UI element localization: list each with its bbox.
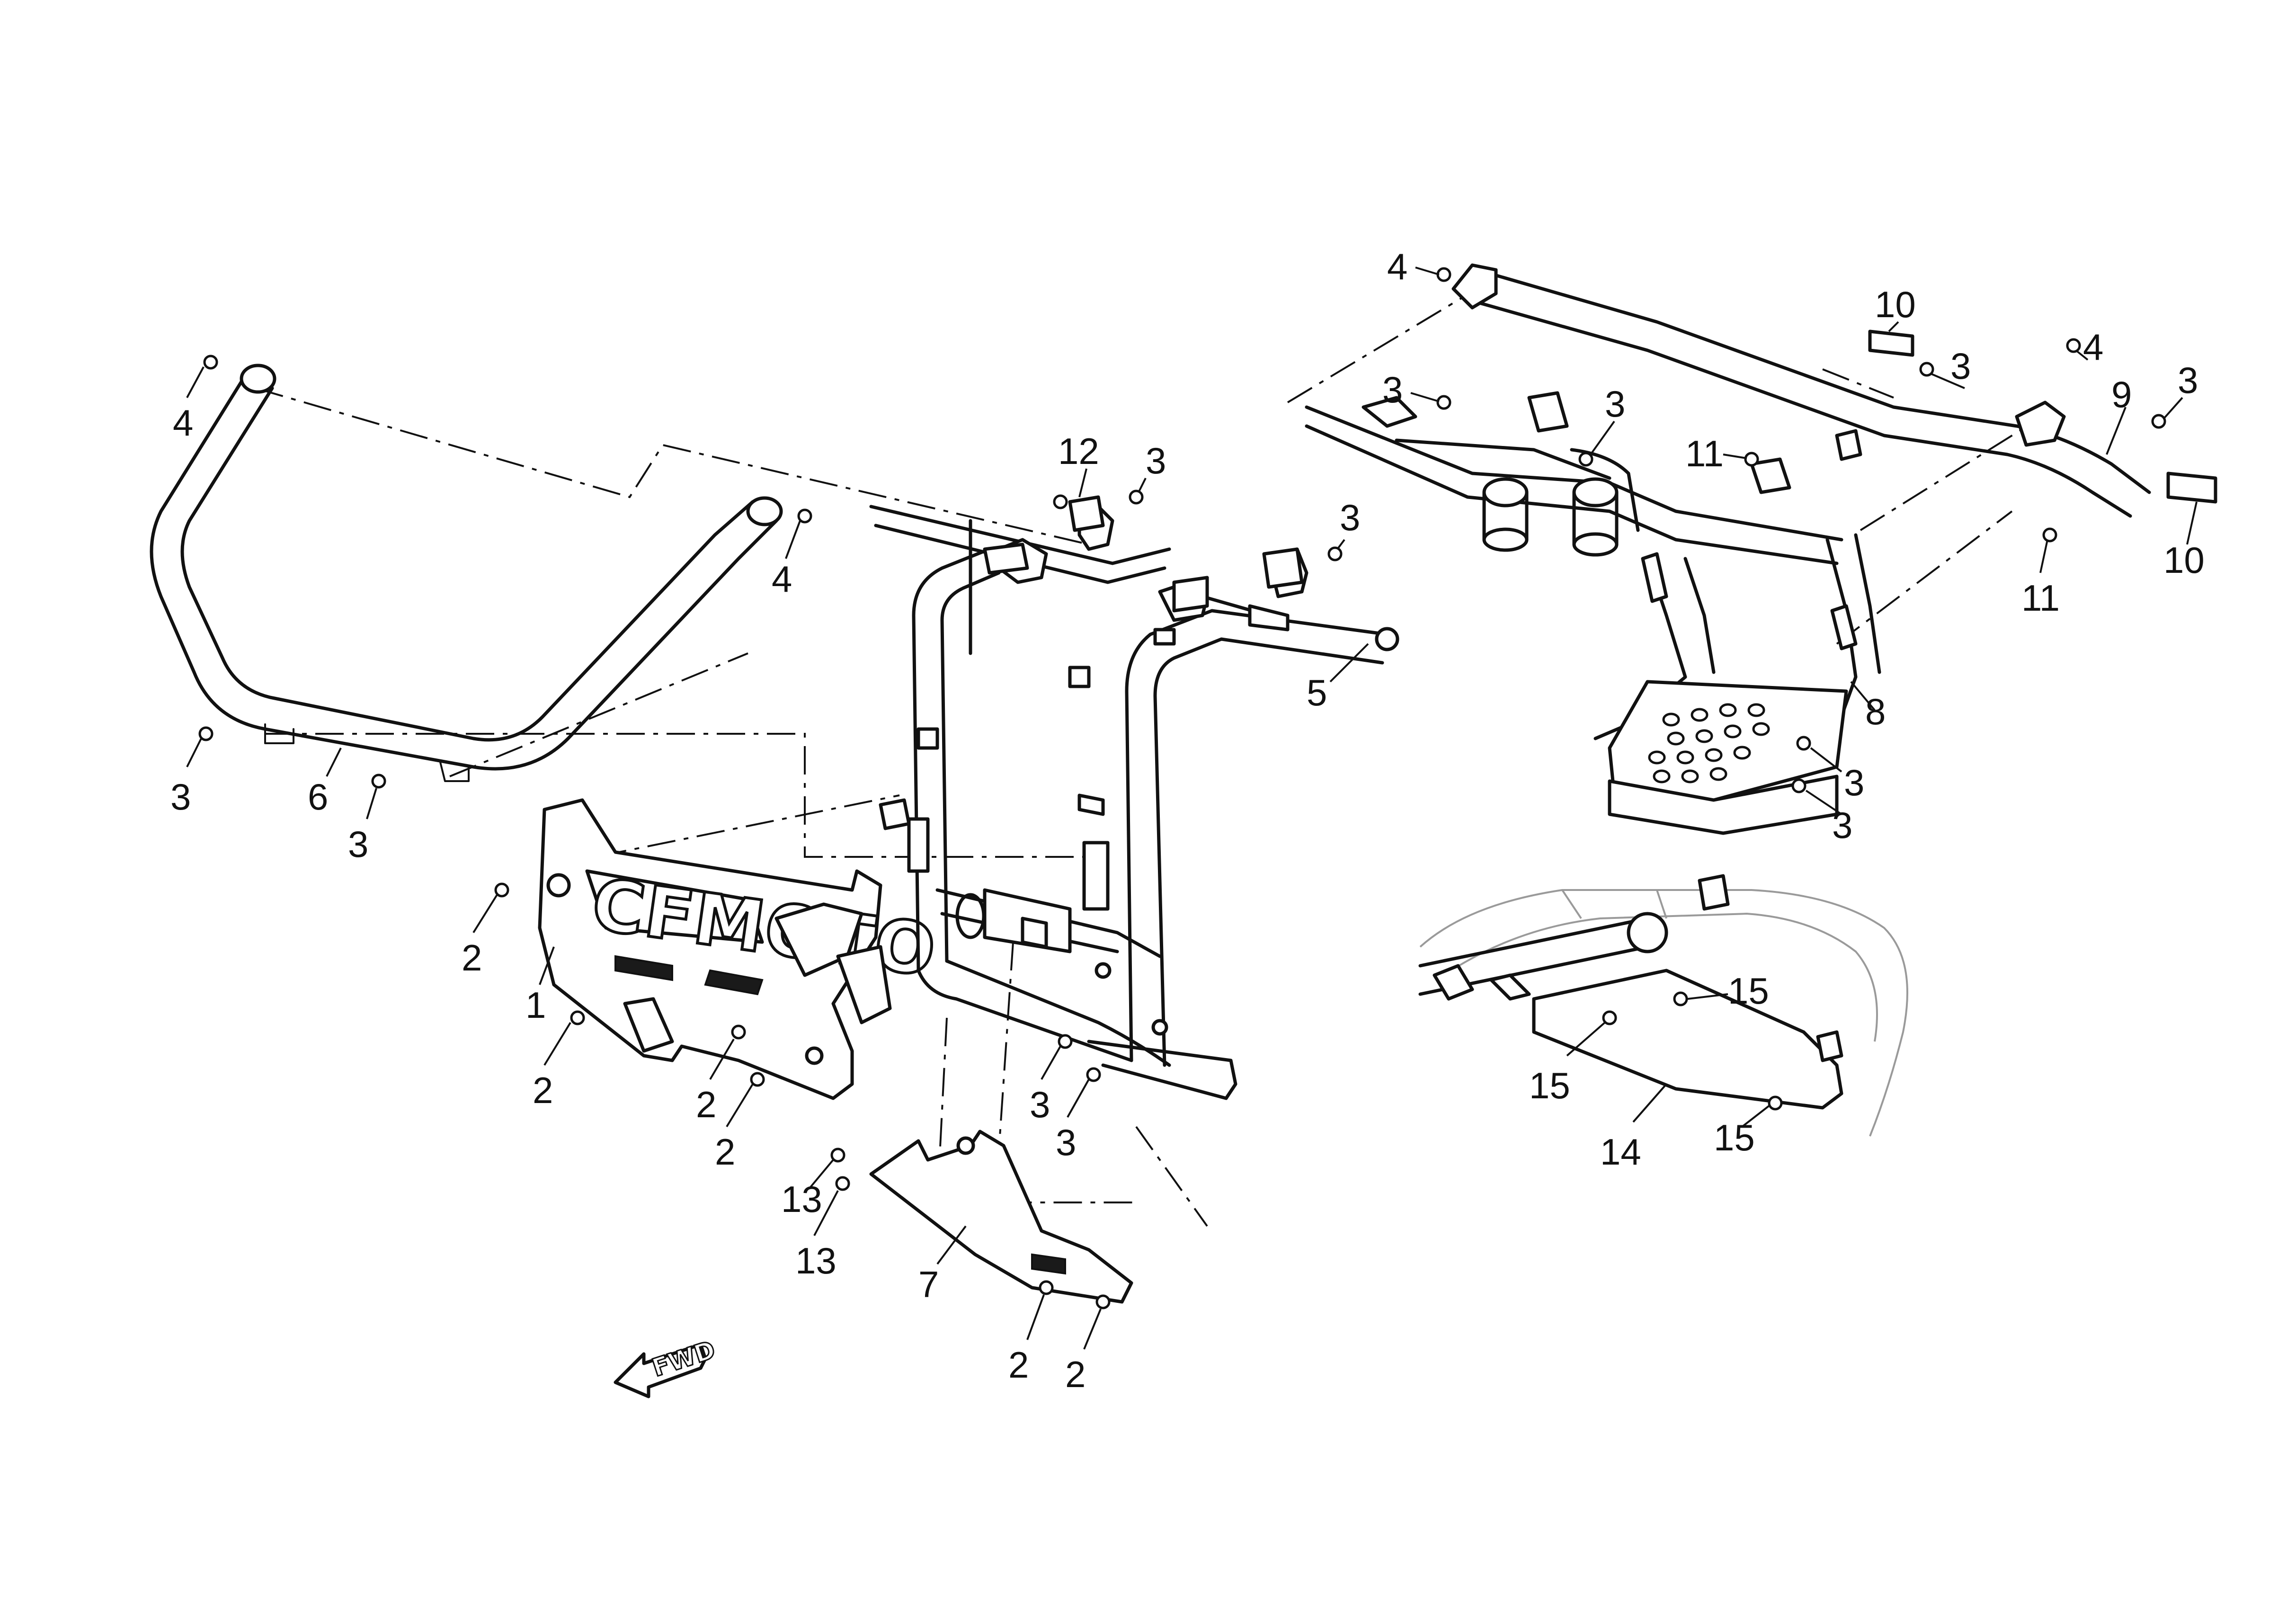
callout-3: 3 bbox=[1950, 345, 1971, 387]
callout-3: 3 bbox=[170, 776, 191, 818]
callout-7: 7 bbox=[918, 1264, 939, 1305]
fwd-arrow-icon: FWD bbox=[614, 1335, 720, 1398]
callout-2: 2 bbox=[1008, 1344, 1029, 1386]
fasteners bbox=[198, 267, 2166, 1309]
callout-labels: 4 4 3 6 3 12 3 3 5 2 1 2 2 2 3 3 13 13 7… bbox=[170, 246, 2205, 1395]
callout-11: 11 bbox=[2021, 577, 2060, 619]
callout-4: 4 bbox=[772, 558, 792, 600]
callout-1: 1 bbox=[525, 984, 546, 1026]
callout-9: 9 bbox=[2111, 374, 2132, 415]
callout-14: 14 bbox=[1600, 1131, 1641, 1173]
callout-3: 3 bbox=[1832, 804, 1852, 846]
callout-3: 3 bbox=[1844, 762, 1864, 803]
rear-step bbox=[1593, 533, 1881, 835]
callout-4: 4 bbox=[2083, 326, 2103, 368]
callout-10: 10 bbox=[2163, 539, 2205, 581]
callout-3: 3 bbox=[1146, 440, 1166, 481]
callout-3: 3 bbox=[348, 823, 368, 865]
callout-3: 3 bbox=[1605, 383, 1625, 425]
mount-blocks bbox=[879, 495, 1304, 830]
callout-2: 2 bbox=[696, 1084, 716, 1125]
callout-2: 2 bbox=[1065, 1353, 1086, 1395]
rear-rubber-pads bbox=[1868, 329, 2217, 504]
leader-lines bbox=[186, 267, 2198, 1350]
callout-13: 13 bbox=[795, 1240, 837, 1282]
callout-3: 3 bbox=[1056, 1122, 1076, 1163]
front-bumper-tube bbox=[150, 364, 783, 782]
callout-2: 2 bbox=[462, 937, 482, 979]
callout-15: 15 bbox=[1714, 1117, 1755, 1158]
callout-4: 4 bbox=[1387, 246, 1407, 287]
callout-5: 5 bbox=[1307, 672, 1327, 713]
callout-2: 2 bbox=[533, 1069, 553, 1111]
callout-3: 3 bbox=[1340, 497, 1360, 538]
callout-3: 3 bbox=[1030, 1084, 1050, 1125]
callout-6: 6 bbox=[308, 776, 328, 818]
front-frame bbox=[869, 505, 1399, 1100]
callout-13: 13 bbox=[781, 1178, 822, 1220]
front-skid-plate: CFMOTO bbox=[538, 798, 943, 1100]
callout-2: 2 bbox=[715, 1131, 735, 1173]
callout-3: 3 bbox=[1382, 369, 1403, 410]
step-holes bbox=[1648, 703, 1770, 783]
rear-skid-plate-assembly bbox=[1418, 874, 1908, 1137]
callout-10: 10 bbox=[1875, 284, 1916, 325]
callout-15: 15 bbox=[1529, 1065, 1570, 1106]
rear-cross-member bbox=[1305, 391, 1862, 565]
callout-4: 4 bbox=[173, 402, 193, 444]
callout-8: 8 bbox=[1865, 691, 1886, 732]
callout-15: 15 bbox=[1728, 970, 1769, 1012]
lower-skid-guard bbox=[869, 1130, 1133, 1304]
callout-12: 12 bbox=[1058, 430, 1099, 472]
rear-bumper-tube bbox=[1451, 263, 2151, 518]
callout-3: 3 bbox=[2178, 359, 2198, 401]
callout-11: 11 bbox=[1685, 433, 1724, 474]
